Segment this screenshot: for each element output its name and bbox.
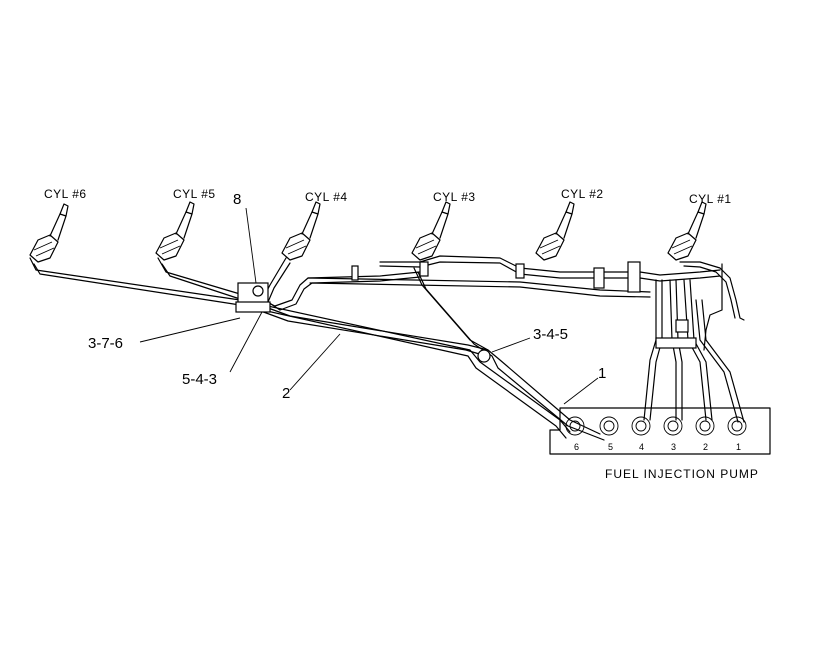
callout-2: 2 (282, 385, 291, 402)
cyl-3-label: CYL #3 (433, 190, 476, 204)
injector-cyl-2 (535, 201, 575, 261)
leader-lines (139, 207, 599, 405)
injector-cyl-5 (155, 201, 195, 261)
pump-outlet-4: 4 (639, 442, 645, 452)
injector-cyl-4 (281, 201, 321, 261)
clamps (235, 261, 697, 363)
callout-1: 1 (598, 365, 607, 382)
pump-outlet-6: 6 (574, 442, 580, 452)
cyl-4-label: CYL #4 (305, 190, 348, 204)
cyl-6-label: CYL #6 (44, 187, 87, 201)
cyl-5-label: CYL #5 (173, 187, 216, 201)
clamp-3-4-5 (477, 349, 491, 363)
pump-outlet-1: 1 (736, 442, 742, 452)
cyl-2-label: CYL #2 (561, 187, 604, 201)
injector-cyl-3 (411, 201, 451, 261)
injector-cyl-6 (29, 203, 69, 263)
callout-3-7-6: 3-7-6 (88, 335, 124, 352)
injector-cyl-1 (667, 201, 707, 261)
callout-3-4-5: 3-4-5 (533, 326, 569, 343)
fuel-lines (29, 255, 745, 441)
callout-5-4-3: 5-4-3 (182, 371, 218, 388)
pump-outlet-2: 2 (703, 442, 709, 452)
fuel-injection-pump (549, 407, 771, 455)
cyl-1-label: CYL #1 (689, 192, 732, 206)
callout-8: 8 (233, 191, 242, 208)
pump-outlet-3: 3 (671, 442, 677, 452)
pump-outlet-5: 5 (608, 442, 614, 452)
pump-title: FUEL INJECTION PUMP (605, 467, 759, 481)
